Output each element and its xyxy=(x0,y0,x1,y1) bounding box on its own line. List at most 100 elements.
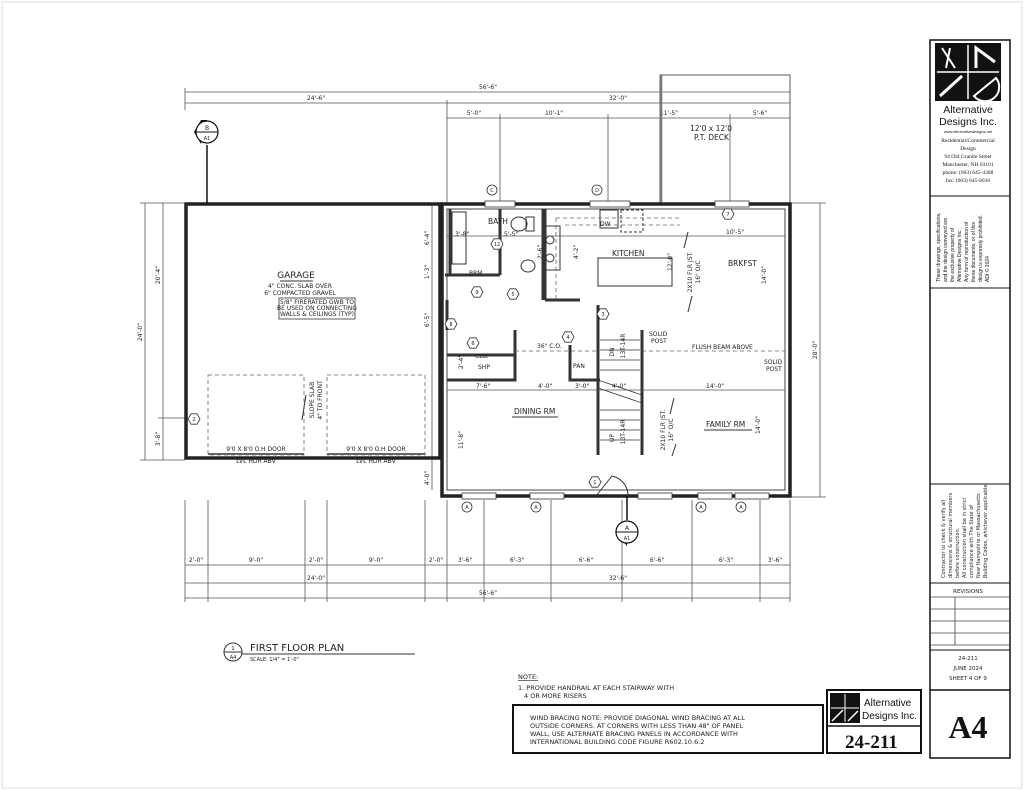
address-line: fax: (603) 645-6030 xyxy=(946,177,991,184)
solid-post-label: POST xyxy=(766,366,782,373)
dim-top-house: 32'-0" xyxy=(609,95,627,102)
garage-note: 6" COMPACTED GRAVEL xyxy=(264,290,336,297)
title-block: Alternative Designs Inc. www.alternative… xyxy=(929,39,1011,759)
address-line: Manchester, NH 03101 xyxy=(942,162,994,168)
wind-bracing-line: OUTSIDE CORNERS. AT CORNERS WITH LESS TH… xyxy=(530,722,744,730)
firerated-note-box xyxy=(278,297,356,320)
dim-dining: 11'-8" xyxy=(458,431,465,449)
revisions-label: REVISIONS xyxy=(953,589,983,595)
dim-garage-right: 1'-3" xyxy=(424,265,431,279)
sheet-count: SHEET 4 OF 9 xyxy=(949,676,987,682)
contractor-notice: Contractor to check & verify all dimensi… xyxy=(941,483,989,578)
svg-text:compliance with The State of: compliance with The State of xyxy=(969,505,975,578)
svg-text:A: A xyxy=(739,505,743,511)
svg-text:dimensions & structural member: dimensions & structural members xyxy=(948,493,954,578)
dim-bottom-segment: 6'-6" xyxy=(650,557,664,564)
dim-bottom-segment: 9'-0" xyxy=(249,557,263,564)
dim-kitchen: 4'-2" xyxy=(573,245,580,259)
door-tag: 2 xyxy=(187,413,201,425)
svg-text:B: B xyxy=(205,125,209,132)
room-label-family: FAMILY RM xyxy=(706,420,745,429)
job-number: 24-211 xyxy=(958,656,977,662)
wind-bracing-line: WALL, USE ALTERNATE BRACING PANELS IN AC… xyxy=(530,730,738,738)
dim-garage-right: 6'-5" xyxy=(424,313,431,327)
svg-text:All construction shall be in s: All construction shall be in strict xyxy=(962,498,968,578)
svg-text:Building Codes, whichever appl: Building Codes, whichever applicable. xyxy=(983,483,989,578)
deck-label: P.T. DECK xyxy=(694,133,730,142)
window-tag: A xyxy=(695,501,707,513)
note-line: 1. PROVIDE HANDRAIL AT EACH STAIRWAY WIT… xyxy=(518,684,674,692)
company-website[interactable]: www.alternativedesigns.net xyxy=(944,129,993,134)
dim-left-overall: 24'-0" xyxy=(137,323,144,341)
garage-note: 4" CONC. SLAB OVER xyxy=(268,283,332,290)
svg-text:2: 2 xyxy=(192,417,195,423)
front-door[interactable] xyxy=(595,475,629,497)
svg-text:7: 7 xyxy=(726,212,729,218)
section-marker-a[interactable]: A A1 xyxy=(615,496,639,546)
cased-opening-label: 36" C.O. xyxy=(537,343,562,350)
solid-post-label: POST xyxy=(651,338,667,345)
dim-bottom-segment: 2'-0" xyxy=(189,557,203,564)
job-stamp: Alternative Designs Inc. 24-211 xyxy=(826,689,922,754)
joist-note: 16" O/C xyxy=(695,260,702,283)
company-logo xyxy=(935,43,1001,103)
room-label-bath: BATH xyxy=(488,217,508,226)
dim-bottom-segment: 6'-6" xyxy=(579,557,593,564)
svg-text:9: 9 xyxy=(475,290,478,296)
flush-beam-label: FLUSH BEAM ABOVE xyxy=(692,344,753,351)
window-tag: A xyxy=(461,501,473,513)
room-label-kitchen: KITCHEN xyxy=(612,249,645,258)
svg-text:Contractor to check & verify a: Contractor to check & verify all xyxy=(941,500,947,578)
svg-text:the exclusive property of: the exclusive property of xyxy=(950,227,956,282)
slope-note: 4" TO FRONT xyxy=(317,380,324,420)
svg-text:A: A xyxy=(534,505,538,511)
garage-doors[interactable] xyxy=(207,374,426,456)
note-line: 4 OR MORE RISERS xyxy=(524,692,587,700)
stair-risers: 13T-14R xyxy=(620,420,627,445)
door-tag: 3 xyxy=(596,308,610,320)
address-line: phone: (603) 645-4388 xyxy=(943,169,994,176)
dim-top-segment: 5'-6" xyxy=(753,110,767,117)
svg-text:A: A xyxy=(699,505,703,511)
dim-bottom-segment: 6'-3" xyxy=(510,557,524,564)
dim-top-segment: 5'-0" xyxy=(467,110,481,117)
svg-text:Designs Inc.: Designs Inc. xyxy=(862,711,917,722)
dim-right-overall: 28'-0" xyxy=(812,341,819,359)
dim-left-lower: 3'-8" xyxy=(155,432,162,446)
dim-closet: 2'-4" xyxy=(458,355,465,369)
header-label: LVL HDR ABV xyxy=(356,458,396,465)
dim-family: 14'-0" xyxy=(755,416,762,434)
svg-text:A: A xyxy=(465,505,469,511)
oh-door-label: 9'0 X 8'0 O.H DOOR xyxy=(226,446,285,453)
dim-row: 7'-6" xyxy=(476,383,490,390)
joist-note: 16" O/C xyxy=(668,418,675,441)
door-tag: 8 xyxy=(444,318,458,330)
svg-text:4: 4 xyxy=(566,335,569,341)
solid-post-label: SOLID xyxy=(764,359,783,366)
dim-row: 14'-0" xyxy=(706,383,724,390)
window-tag: C xyxy=(486,184,498,196)
door-tag: 6 xyxy=(466,337,480,349)
svg-text:A4: A4 xyxy=(230,655,237,661)
dim-bottom-segment: 2'-0" xyxy=(429,557,443,564)
dim-bottom-segment: 2'-0" xyxy=(309,557,323,564)
dim-garage-right: 6'-4" xyxy=(424,231,431,245)
dim-bath: 3'-8" xyxy=(455,231,469,238)
svg-text:before construction.: before construction. xyxy=(955,527,961,578)
closet-label: CLO. xyxy=(475,353,489,360)
door-tag: 7 xyxy=(721,208,735,220)
plan-scale: SCALE: 1/4" = 1'-0" xyxy=(250,657,299,663)
window-tag: A xyxy=(735,501,747,513)
svg-text:These drawings, specifications: These drawings, specifications, xyxy=(936,213,942,282)
wind-bracing-line: WIND BRACING NOTE: PROVIDE DIAGONAL WIND… xyxy=(530,714,745,722)
section-marker-b[interactable]: B A1 xyxy=(194,120,219,204)
dim-kitchen: 2'-6" xyxy=(537,245,544,259)
svg-text:A: A xyxy=(625,525,630,532)
address-line: Design xyxy=(960,146,976,152)
svg-text:A1: A1 xyxy=(624,536,631,542)
room-label-garage: GARAGE xyxy=(277,271,315,281)
company-name-2: Designs Inc. xyxy=(939,116,997,128)
slope-note: SLOPE SLAB xyxy=(309,382,316,419)
